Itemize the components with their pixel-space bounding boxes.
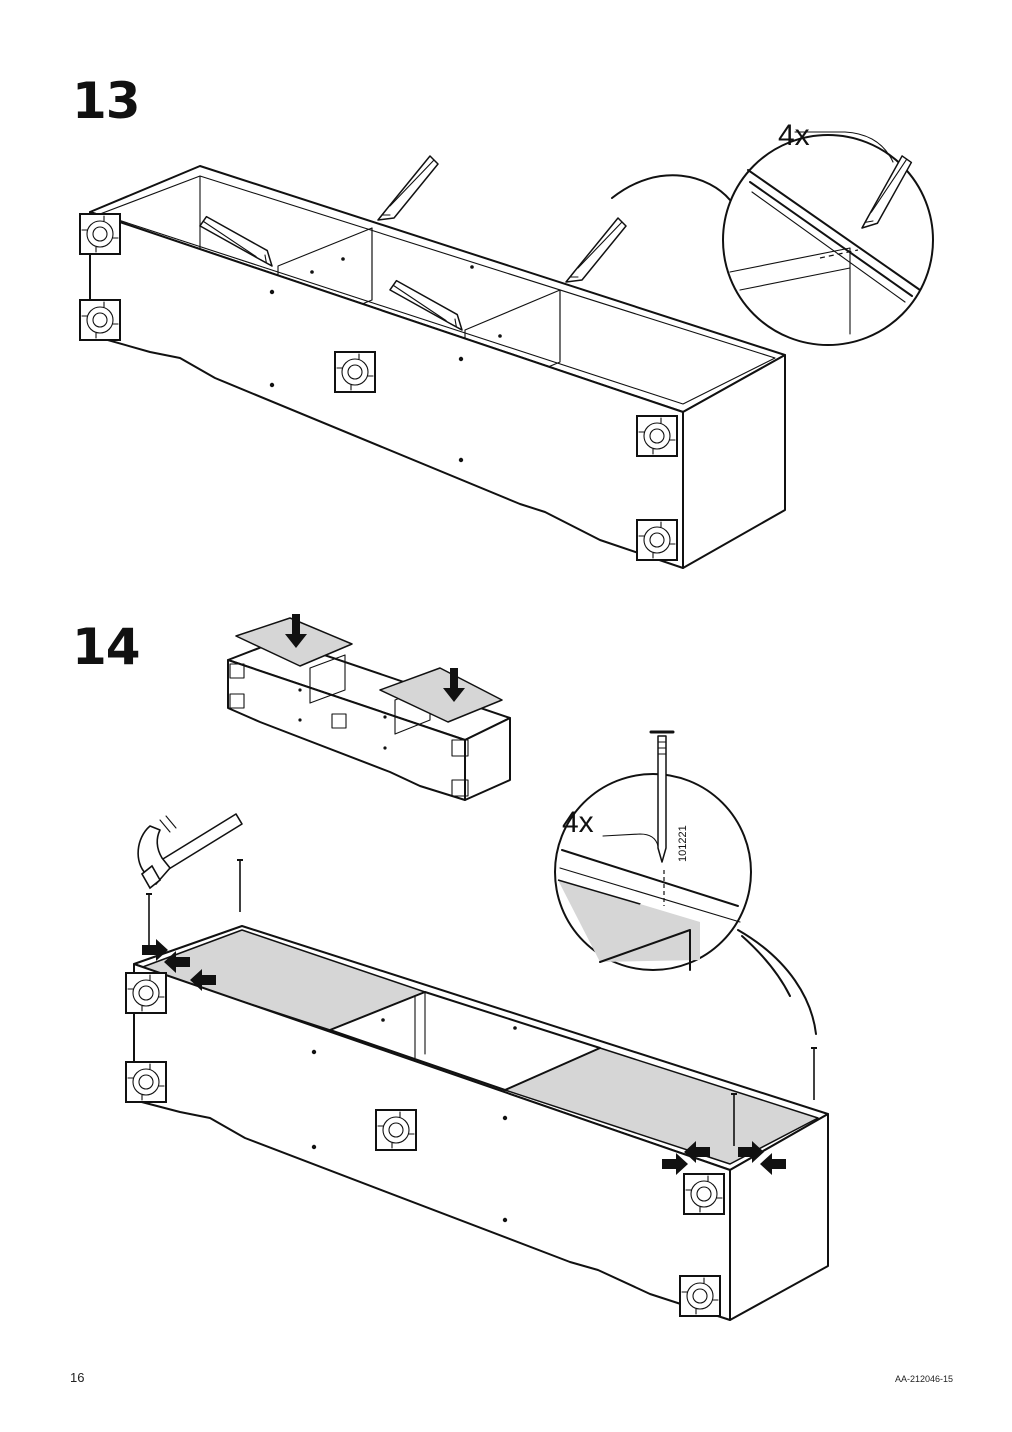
step-14-number: 14: [72, 618, 141, 676]
step-14-detail-callout: [554, 730, 817, 1035]
down-arrow-icon: [285, 614, 465, 702]
nail-part-number: 101221: [677, 825, 689, 862]
step-14-overview-cabinet: [227, 617, 511, 801]
step-14-quantity: 4x: [562, 806, 594, 839]
step-13-cabinet: [89, 165, 786, 569]
page-number: 16: [70, 1370, 85, 1385]
step-13-detail-callout: [611, 131, 934, 346]
step-14-cabinet: [133, 925, 829, 1321]
document-code: AA-212046-15: [895, 1374, 954, 1384]
step-13-quantity: 4x: [778, 119, 810, 152]
step-13-number: 13: [72, 72, 141, 130]
hammer-icon: [137, 813, 243, 890]
